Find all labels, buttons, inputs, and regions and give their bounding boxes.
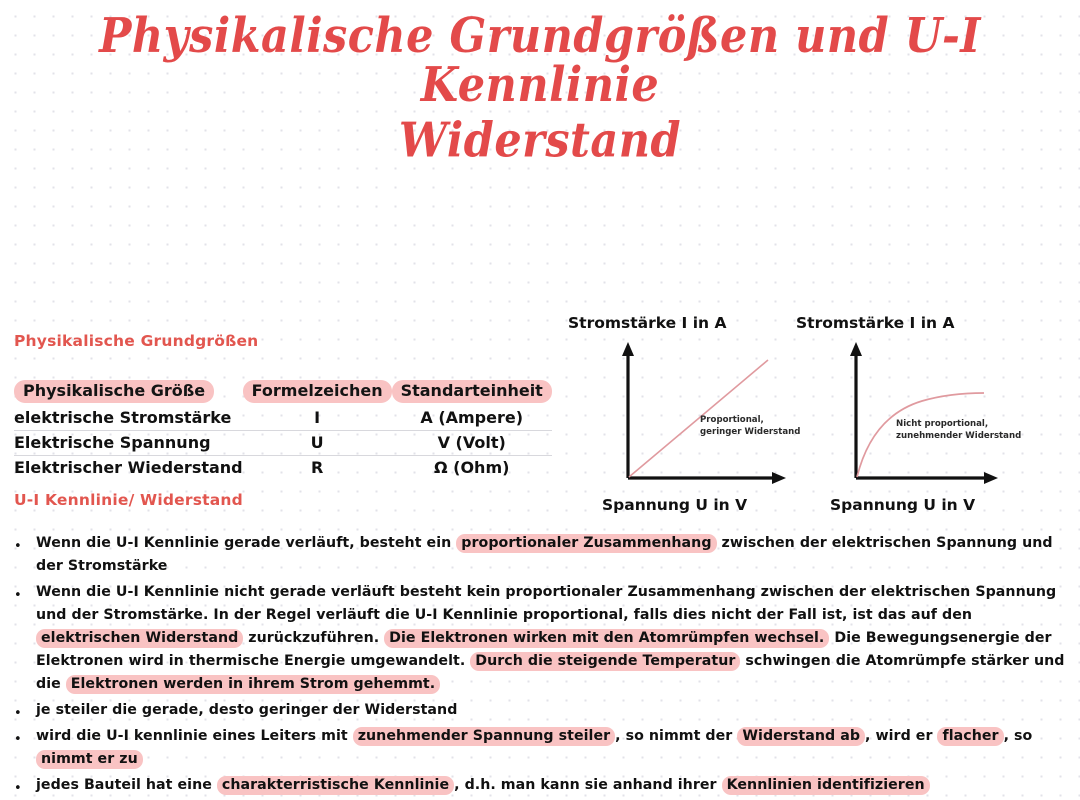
- cell-symbol: I: [242, 405, 392, 431]
- table-row: Elektrischer Wiederstand R Ω (Ohm): [14, 455, 552, 480]
- column-header-einheit: Standarteinheit: [391, 379, 552, 403]
- bullet-dot-icon: [14, 774, 36, 795]
- cell-groesse: elektrische Stromstärke: [14, 405, 243, 431]
- plain-text: zwischen der elektrischen Spannung und d…: [36, 534, 1053, 574]
- section-heading-grundgroessen: Physikalische Grundgrößen: [14, 331, 259, 350]
- table-row: elektrische Stromstärke I A (Ampere): [14, 405, 552, 431]
- grundgroessen-section: Physikalische Grundgrößen Physikalische …: [14, 332, 554, 480]
- notes-bullet-list: Wenn die U-I Kennlinie gerade verläuft, …: [14, 532, 1066, 800]
- cell-symbol: U: [242, 430, 392, 456]
- list-item-text: je steiler die gerade, desto geringer de…: [36, 699, 1066, 722]
- highlighted-text: Durch die steigende Temperatur: [470, 651, 741, 671]
- table-header-cell: Physikalische Größe: [14, 378, 243, 406]
- page-title: Physikalische Grundgrößen und U-I Kennli…: [0, 0, 1080, 169]
- chart2-x-axis-label: Spannung U in V: [830, 495, 976, 514]
- chart2-annotation-line1: Nicht proportional,: [896, 418, 989, 429]
- chart2-x-arrowhead: [984, 471, 998, 484]
- charts-area: Stromstärke I in A Proportional, geringe…: [560, 314, 1080, 514]
- highlighted-text: zunehmender Spannung steiler: [352, 726, 616, 746]
- plain-text: Wenn die U-I Kennlinie nicht gerade verl…: [36, 583, 1057, 623]
- chart1-annotation: Proportional, geringer Widerstand: [700, 414, 800, 439]
- highlighted-text: elektrischen Widerstand: [36, 628, 244, 648]
- bullet-dot-icon: [14, 725, 36, 746]
- section-heading-kennlinie: U-I Kennlinie/ Widerstand: [14, 490, 243, 509]
- plain-text: , so nimmt der: [615, 727, 738, 744]
- highlighted-text: Widerstand ab: [737, 726, 866, 746]
- chart1-plot: [622, 341, 786, 484]
- chart1-series-line: [628, 358, 769, 478]
- plain-text: , so: [1003, 727, 1033, 744]
- chart2-annotation-line2: zunehmender Widerstand: [896, 431, 1022, 442]
- highlighted-text: nimmt er zu: [36, 749, 143, 769]
- cell-groesse: Elektrischer Wiederstand: [14, 457, 243, 477]
- chart2-plot: [850, 341, 998, 484]
- table-header-cell: Standarteinheit: [391, 378, 552, 406]
- chart1-y-axis-label: Stromstärke I in A: [568, 313, 727, 332]
- list-item: Wenn die U-I Kennlinie nicht gerade verl…: [14, 581, 1066, 696]
- chart-nicht-proportional: Stromstärke I in A Nicht proportional, z…: [788, 314, 1038, 514]
- highlighted-text: Kennlinien identifizieren: [721, 775, 930, 795]
- plain-text: Die Bewegungsenergie der Elektronen wird…: [36, 629, 1052, 669]
- list-item: Wenn die U-I Kennlinie gerade verläuft, …: [14, 532, 1066, 578]
- title-line-1: Physikalische Grundgrößen und U-I Kennli…: [99, 8, 981, 114]
- chart2-y-arrowhead: [850, 341, 862, 356]
- plain-text: jedes Bauteil hat eine: [36, 776, 217, 793]
- list-item: jedes Bauteil hat eine charakterristisch…: [14, 774, 1066, 797]
- table-header-row: Physikalische Größe Formelzeichen Standa…: [14, 378, 552, 406]
- list-item-text: Wenn die U-I Kennlinie nicht gerade verl…: [36, 581, 1066, 696]
- title-line-2: Widerstand: [398, 112, 682, 169]
- chart2-y-axis-label: Stromstärke I in A: [796, 313, 955, 332]
- grundgroessen-table: Physikalische Größe Formelzeichen Standa…: [14, 378, 552, 480]
- list-item: je steiler die gerade, desto geringer de…: [14, 699, 1066, 722]
- chart2-series-curve: [856, 391, 985, 477]
- bullet-dot-icon: [14, 532, 36, 553]
- chart1-annotation-line2: geringer Widerstand: [700, 427, 801, 438]
- table-row: Elektrische Spannung U V (Volt): [14, 430, 552, 456]
- plain-text: , d.h. man kann sie anhand ihrer: [454, 776, 722, 793]
- chart2-annotation: Nicht proportional, zunehmender Widersta…: [896, 418, 1021, 443]
- chart1-x-arrowhead: [772, 471, 786, 484]
- plain-text: wird die U-I kennlinie eines Leiters mit: [36, 727, 353, 744]
- column-header-formelzeichen: Formelzeichen: [242, 379, 392, 403]
- highlighted-text: proportionaler Zusammenhang: [456, 533, 717, 553]
- table-header-cell: Formelzeichen: [242, 378, 392, 406]
- list-item-text: jedes Bauteil hat eine charakterristisch…: [36, 774, 1066, 797]
- chart-proportional: Stromstärke I in A Proportional, geringe…: [560, 314, 810, 514]
- chart1-y-arrowhead: [622, 341, 634, 356]
- plain-text: zurückzuführen.: [243, 629, 385, 646]
- highlighted-text: Die Elektronen wirken mit den Atomrümpfe…: [384, 628, 830, 648]
- list-item-text: Wenn die U-I Kennlinie gerade verläuft, …: [36, 532, 1066, 578]
- highlighted-text: charakterristische Kennlinie: [216, 775, 455, 795]
- plain-text: Wenn die U-I Kennlinie gerade verläuft, …: [36, 534, 457, 551]
- bullet-dot-icon: [14, 581, 36, 602]
- plain-text: , wird er: [865, 727, 938, 744]
- cell-unit: V (Volt): [391, 430, 552, 456]
- bullet-dot-icon: [14, 699, 36, 720]
- cell-symbol: R: [310, 457, 324, 477]
- column-header-groesse: Physikalische Größe: [14, 379, 215, 403]
- list-item-text: wird die U-I kennlinie eines Leiters mit…: [36, 725, 1066, 771]
- cell-groesse: Elektrische Spannung: [14, 430, 243, 456]
- highlighted-text: Elektronen werden in ihrem Strom gehemmt…: [65, 674, 441, 694]
- cell-unit: A (Ampere): [391, 405, 552, 431]
- chart1-x-axis-label: Spannung U in V: [602, 495, 748, 514]
- highlighted-text: flacher: [937, 726, 1004, 746]
- list-item: wird die U-I kennlinie eines Leiters mit…: [14, 725, 1066, 771]
- chart1-annotation-line1: Proportional,: [700, 414, 764, 425]
- plain-text: je steiler die gerade, desto geringer de…: [36, 701, 458, 718]
- cell-unit: Ω (Ohm): [433, 457, 510, 477]
